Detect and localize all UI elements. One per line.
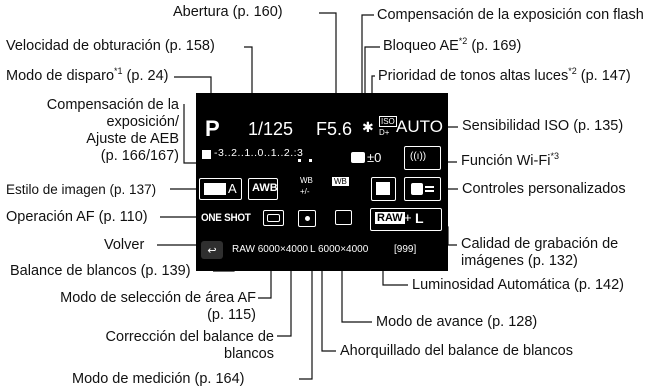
wb-bracket-icon[interactable]: WB [332, 177, 349, 186]
line-exp-comp [183, 104, 200, 164]
label-wifi: Función Wi-Fi*3 [461, 151, 559, 169]
label-metering: Modo de medición (p. 164) [72, 371, 245, 387]
iso-icon: ISO [379, 116, 397, 127]
label-aperture: Abertura (p. 160) [173, 4, 283, 20]
drive-icon[interactable] [335, 210, 352, 225]
af-operation-value[interactable]: ONE SHOT [201, 212, 251, 224]
label-iso: Sensibilidad ISO (p. 135) [462, 118, 624, 134]
line-metering [299, 230, 313, 380]
wb-correction-bottom[interactable]: +/- [300, 187, 310, 196]
quick-control-screen: P 1/125 F5.6 ✱ ISO D+ AUTO -3..2..1..0..… [196, 93, 448, 271]
metering-icon[interactable] [298, 210, 316, 227]
bottom-raw-info: RAW 6000×4000 [232, 244, 309, 255]
label-shutter: Velocidad de obturación (p. 158) [6, 38, 215, 54]
label-exp-comp: Compensación de la exposición/ Ajuste de… [46, 97, 179, 164]
aperture-value[interactable]: F5.6 [316, 119, 353, 139]
quality-raw: RAW [375, 212, 405, 224]
label-flash-comp: Compensación de la exposición con flash [377, 7, 644, 23]
picture-style-icon [204, 183, 226, 195]
back-button[interactable]: ↩ [201, 241, 223, 259]
exposure-level-scale[interactable]: -3..2..1..0..1..2.:3 [214, 147, 304, 159]
wb-value: AWB [252, 182, 278, 194]
shooting-mode[interactable]: P [205, 116, 220, 141]
picture-style-value: A [228, 181, 237, 196]
exposure-tick [309, 159, 312, 162]
label-auto-lighting: Luminosidad Automática (p. 142) [412, 277, 624, 293]
flash-comp-value[interactable]: ±0 [367, 150, 382, 165]
label-wb-correction: Corrección del balance de blancos [105, 329, 274, 362]
picture-style-button[interactable] [199, 178, 242, 200]
shots-remaining: [999] [394, 244, 417, 255]
label-picture-style: Estilo de imagen (p. 137) [6, 182, 157, 197]
label-highlight: Prioridad de tonos altas luces*2 (p. 147… [378, 66, 631, 84]
iso-value[interactable]: AUTO [396, 117, 443, 136]
label-af-area: Modo de selección de área AF (p. 115) [60, 290, 256, 323]
custom-controls-line [425, 186, 434, 188]
shutter-speed[interactable]: 1/125 [248, 119, 294, 139]
ae-lock-icon: ✱ [362, 119, 374, 135]
label-wb-bracket: Ahorquillado del balance de blancos [340, 343, 573, 359]
label-quality: Calidad de grabación de imágenes (p. 132… [461, 236, 619, 269]
label-shoot-mode: Modo de disparo*1 (p. 24) [6, 66, 169, 84]
auto-lighting-icon[interactable] [376, 182, 390, 195]
quality-button[interactable] [370, 208, 442, 231]
bottom-jpeg-info: L 6000×4000 [310, 244, 369, 255]
af-area-icon[interactable] [263, 210, 284, 226]
line-aperture [319, 12, 337, 119]
label-ae-lock: Bloqueo AE*2 (p. 169) [383, 36, 522, 54]
highlight-priority-icon: D+ [379, 128, 390, 137]
flash-comp-icon [351, 152, 365, 163]
label-back: Volver [104, 237, 145, 253]
label-white-balance: Balance de blancos (p. 139) [10, 263, 191, 279]
label-drive: Modo de avance (p. 128) [376, 314, 538, 330]
custom-controls-icon[interactable] [411, 183, 423, 195]
quality-jpeg: L [415, 210, 424, 226]
custom-controls-line [425, 190, 434, 192]
exposure-comp-icon [202, 150, 211, 159]
label-custom-controls: Controles personalizados [462, 181, 626, 197]
wb-button[interactable] [248, 178, 278, 200]
quality-plus: + [404, 210, 412, 225]
wifi-icon[interactable]: ((ı)) [410, 151, 427, 162]
label-af-operation: Operación AF (p. 110) [6, 209, 148, 225]
wb-correction-top[interactable]: WB [300, 176, 313, 185]
metering-dot [305, 216, 310, 221]
exposure-tick [298, 159, 301, 162]
